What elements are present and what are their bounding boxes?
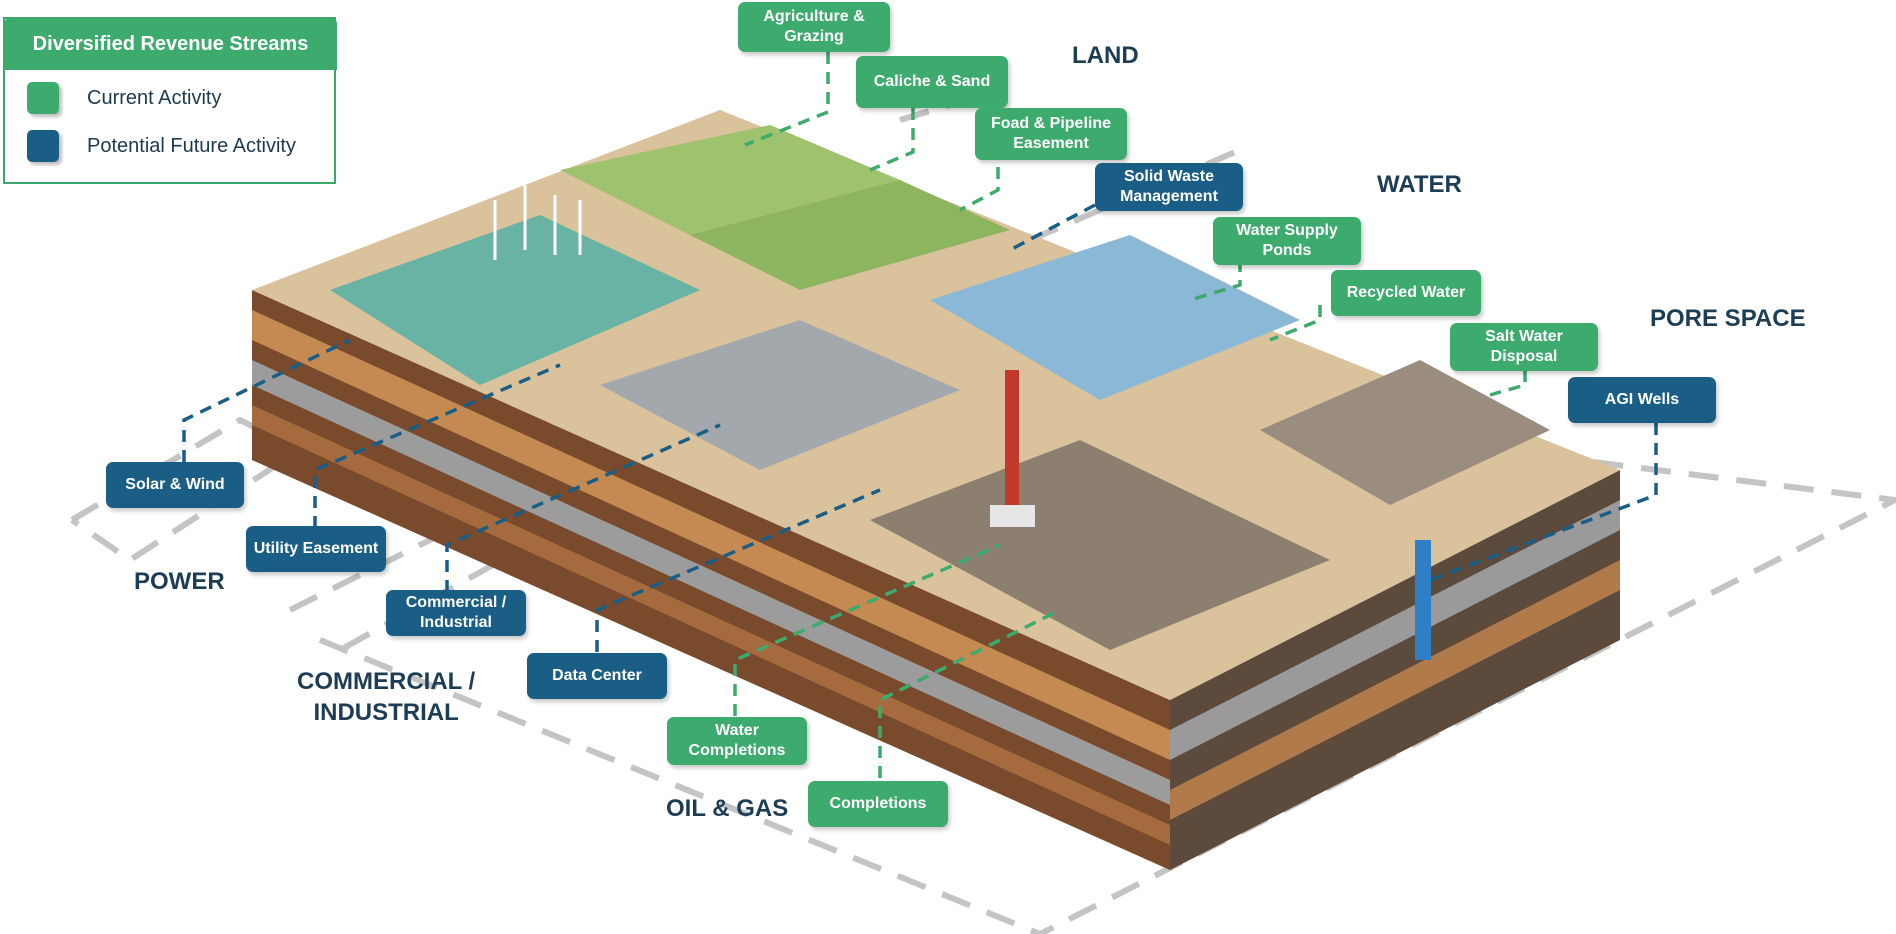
future-activity-swatch [27,130,59,162]
commercial-parcel [600,320,960,470]
tag-data-center: Data Center [527,653,667,699]
region-land: LAND [1072,42,1139,69]
power-parcel [330,215,700,385]
oil-gas-parcel [870,440,1330,650]
wind-turbines [493,185,582,260]
tag-agriculture-grazing: Agriculture & Grazing [738,2,890,52]
tag-road-pipeline-easement: Foad & Pipeline Easement [975,108,1127,160]
tag-completions: Completions [808,781,948,827]
legend-label-future: Potential Future Activity [87,134,296,157]
region-oil-gas: OIL & GAS [666,795,789,822]
current-activity-swatch [27,82,59,114]
tag-recycled-water: Recycled Water [1331,270,1481,316]
agriculture-parcel [560,125,900,235]
caliche-parcel [690,180,1010,290]
injection-well-pipe [1415,540,1431,660]
soil-strata [252,290,1620,870]
tag-salt-water-disposal: Salt Water Disposal [1450,323,1598,371]
strata-band-2 [252,360,1170,805]
region-commercial-industrial: COMMERCIAL / INDUSTRIAL [297,668,476,726]
legend: Diversified Revenue Streams Current Acti… [3,17,337,184]
region-power: POWER [134,568,225,595]
legend-item-future: Potential Future Activity [27,129,296,163]
pore-space-parcel [1260,360,1550,505]
parcels [330,125,1550,650]
drilling-rig [990,370,1035,527]
region-pore-space: PORE SPACE [1650,305,1806,332]
strata-right-band-1 [1170,500,1620,760]
region-water: WATER [1377,171,1462,198]
tag-caliche-sand: Caliche & Sand [856,56,1008,108]
water-parcel [930,235,1300,400]
strata-right-band-2 [1170,560,1620,820]
strata-band-1 [252,310,1170,760]
tag-utility-easement: Utility Easement [246,526,386,572]
legend-title: Diversified Revenue Streams [4,18,337,70]
strata-band-3 [252,405,1170,845]
tag-commercial-industrial: Commercial / Industrial [386,590,526,636]
legend-item-current: Current Activity [27,81,221,115]
legend-label-current: Current Activity [87,86,222,109]
tag-water-completions: Water Completions [667,717,807,765]
tag-solar-wind: Solar & Wind [106,462,244,508]
tag-water-supply-ponds: Water Supply Ponds [1213,217,1361,265]
tag-solid-waste-management: Solid Waste Management [1095,163,1243,211]
oil-gas-zone-outline [318,637,1042,934]
tag-agi-wells: AGI Wells [1568,377,1716,423]
leader-lines [182,52,1658,778]
